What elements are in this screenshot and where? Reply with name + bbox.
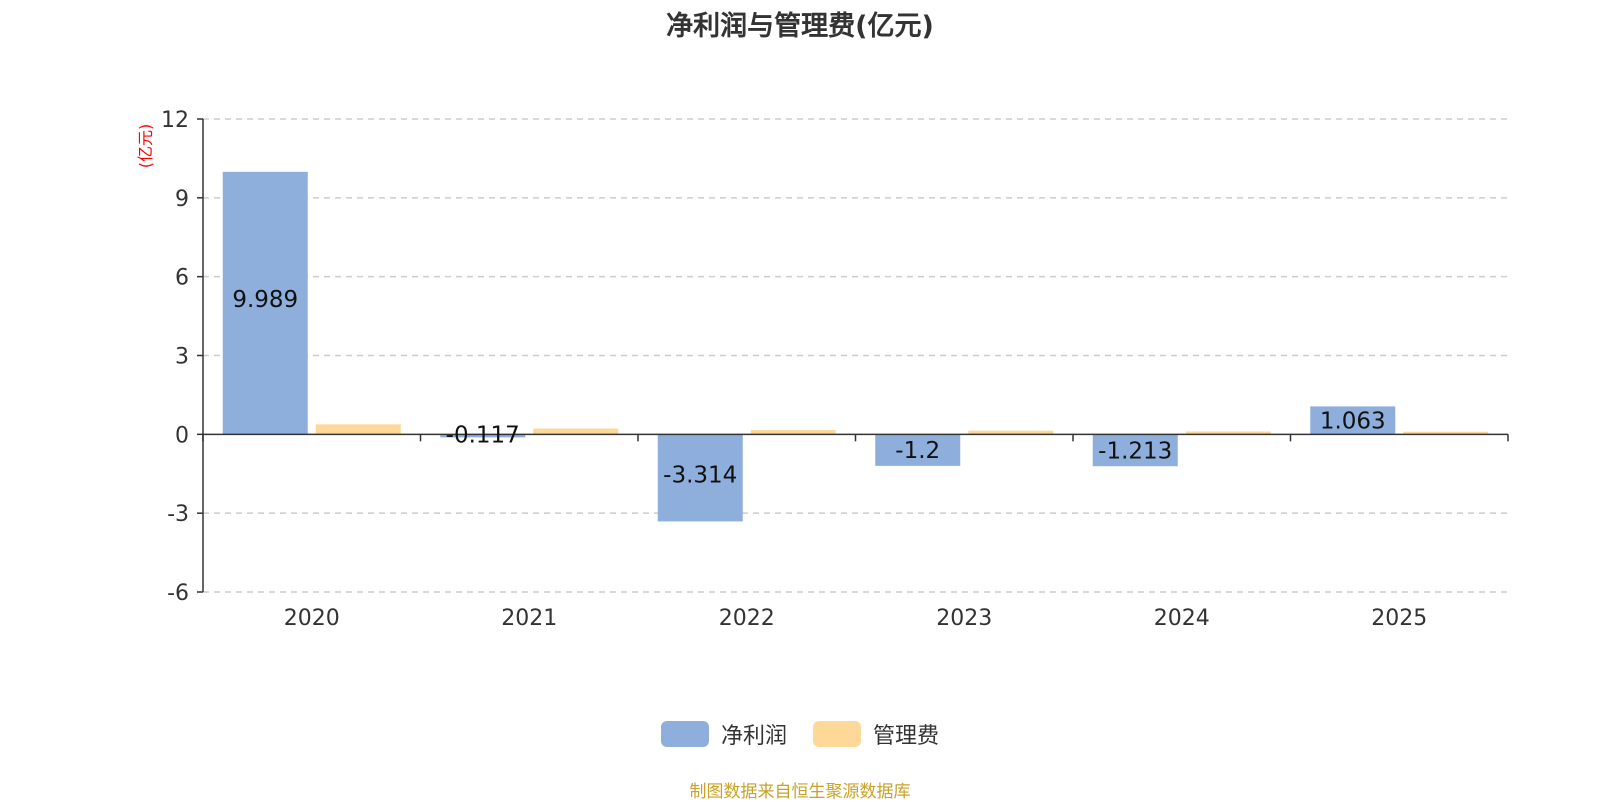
x-tick-label: 2023 [936,606,992,631]
x-tick-label: 2021 [501,606,557,631]
axes [197,118,1509,593]
data-label: 1.063 [1320,408,1386,434]
tick-labels: -6 -3 0 3 6 9 12 2020 2021 2022 2023 2024 2025 [161,108,1427,631]
y-tick-label: 3 [175,345,189,370]
legend-swatch-net-profit [660,721,709,747]
x-tick-label: 2022 [719,606,775,631]
bar-management-fee-2023 [968,430,1054,435]
bar-net-profit-2021 [440,434,526,438]
data-label: -0.117 [446,422,520,448]
bar-management-fee-2022 [750,430,836,435]
legend-swatch-management-fee [813,721,861,747]
bar-management-fee-2024 [1185,431,1271,435]
legend-label-net-profit: 净利润 [720,724,787,749]
chart-title: 净利润与管理费(亿元) [666,11,934,42]
data-labels: 9.989 -0.117 -3.314 -1.2 -1.213 1.063 [232,287,1385,488]
legend-item-management-fee[interactable]: 管理费 [813,718,939,750]
data-label: -1.213 [1098,438,1172,464]
bars [222,171,1489,522]
legend-label-management-fee: 管理费 [873,724,940,749]
data-label: -3.314 [663,462,737,488]
y-tick-label: 0 [175,423,189,448]
bar-net-profit-2025 [1310,406,1396,435]
data-label: -1.2 [895,438,940,464]
y-tick-label: 9 [175,187,189,212]
x-tick-label: 2025 [1371,606,1427,631]
x-tick-label: 2024 [1154,606,1210,631]
bar-net-profit-2020 [222,171,308,435]
y-tick-label: -6 [167,581,189,606]
legend-item-net-profit[interactable]: 净利润 [660,718,787,750]
y-tick-label: 6 [175,266,189,291]
x-tick-label: 2020 [284,606,340,631]
bar-net-profit-2024 [1092,434,1178,467]
bar-net-profit-2023 [875,434,961,466]
bar-management-fee-2025 [1403,431,1489,435]
y-tick-label: 12 [161,108,189,133]
y-tick-label: -3 [167,502,189,527]
bar-management-fee-2020 [315,424,401,435]
grid-lines [203,118,1508,593]
data-source-note: 制图数据来自恒生聚源数据库 [689,782,911,802]
bar-management-fee-2021 [533,428,619,435]
bar-net-profit-2022 [657,434,743,522]
data-label: 9.989 [232,287,298,313]
y-axis-label: (亿元) [136,124,155,169]
legend: 净利润 管理费 [0,718,1600,750]
